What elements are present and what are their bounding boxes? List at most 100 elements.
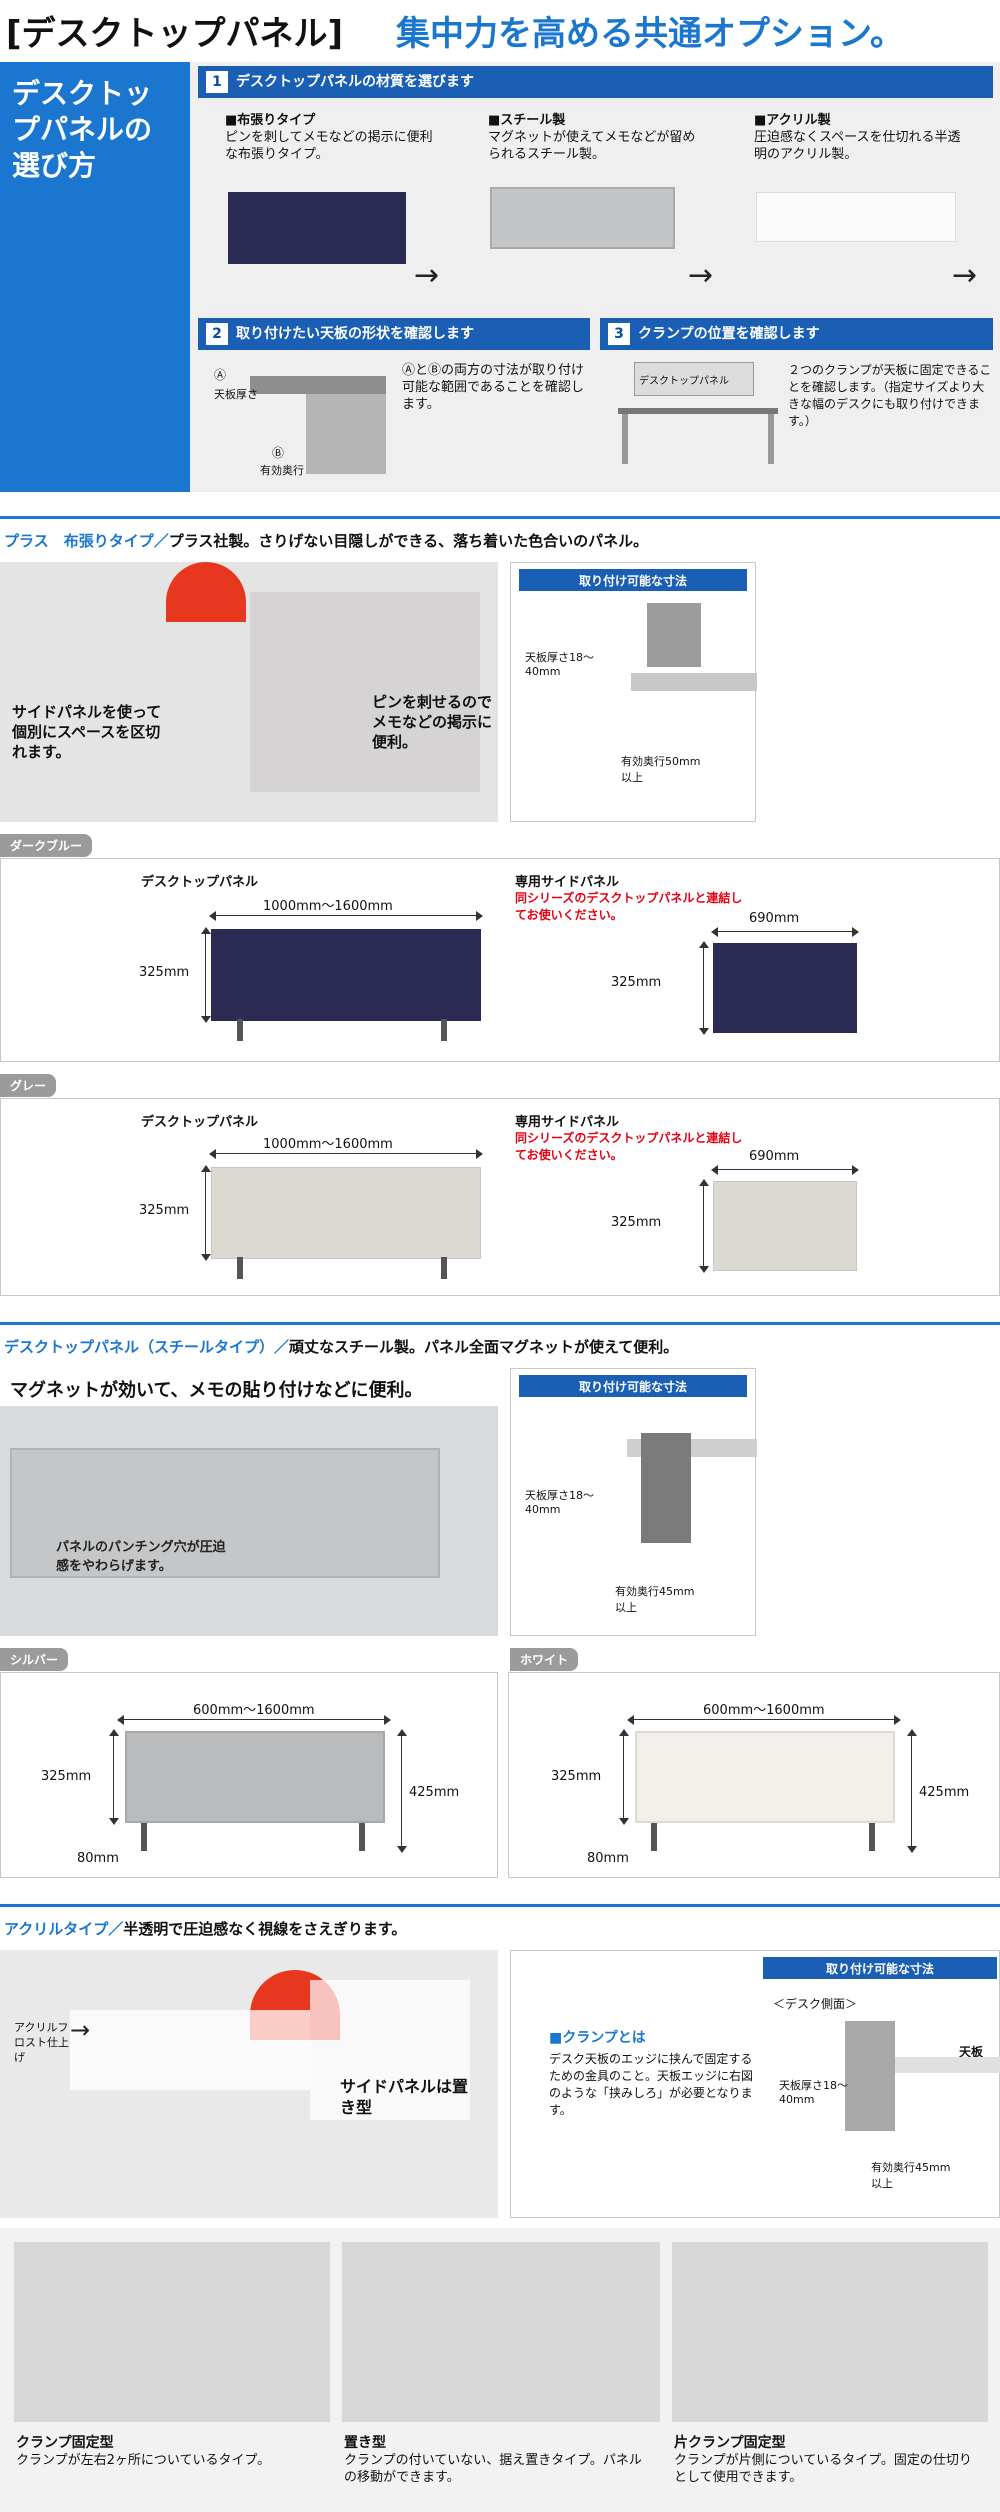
plus-photo-panel: [250, 592, 480, 792]
header-catch: 集中力を高める共通オプション。: [396, 14, 904, 54]
material-fabric-name: ■布張りタイプ: [225, 113, 316, 128]
acrylic-type-clamp-image: [14, 2242, 330, 2422]
plus-grey-side-height: 325mm: [611, 1215, 662, 1230]
plus-mount-depth: 有効奥行50mm以上: [621, 755, 701, 784]
steel-white-height-line: [619, 1729, 629, 1825]
arrow-right-icon: →: [70, 2016, 91, 2044]
plus-mount-thick: 天板厚さ18～40mm: [525, 651, 594, 678]
acrylic-tenban: 天板: [959, 2045, 984, 2059]
acrylic-photo: アクリルフロスト仕上げ → サイドパネルは置き型: [0, 1950, 498, 2218]
step2-label-b: 有効奥行: [260, 464, 304, 477]
plus-note-pin: ピンを刺せるのでメモなどの掲示に便利。: [372, 693, 493, 751]
steel-photo: マグネットが効いて、メモの貼り付けなどに便利。 パネルのパンチング穴が圧迫感をや…: [0, 1368, 498, 1636]
steel-white-foot: 80mm: [587, 1851, 629, 1866]
acrylic-mount-desk: [867, 2057, 1000, 2073]
plus-mount-title: 取り付け可能な寸法: [519, 569, 747, 591]
material-steel: ■スチール製 マグネットが使えてメモなどが留められるスチール製。: [488, 112, 718, 163]
step2-num: 2: [206, 323, 228, 345]
material-acrylic-image: [756, 192, 956, 242]
steel-mount-clamp: [641, 1433, 691, 1543]
plus-darkblue-width-line: [209, 911, 483, 921]
plus-grey-box: デスクトップパネル 1000mm～1600mm 325mm 専用サイドパネル 同…: [0, 1098, 1000, 1296]
steel-color-tag-white: ホワイト: [510, 1648, 579, 1671]
plus-darkblue-side-note: 同シリーズのデスクトップパネルと連結してお使いください。: [515, 891, 743, 922]
steel-silver-total: 425mm: [409, 1785, 460, 1800]
plus-title-line: [0, 516, 1000, 519]
material-steel-image: [490, 187, 675, 249]
guide-side-title: デスクトップパネルの選び方: [0, 62, 190, 492]
desk-diagram: Ⓐ 天板厚さ Ⓑ 有効奥行: [210, 356, 390, 482]
plus-grey-height-line: [201, 1165, 211, 1261]
plus-color-tag-grey: グレー: [0, 1074, 57, 1097]
acrylic-frost: アクリルフロスト仕上げ: [14, 2021, 69, 2064]
plus-darkblue-side-height: 325mm: [611, 975, 662, 990]
acrylic-desk-side: ＜デスク側面＞: [773, 1997, 858, 2011]
acrylic-type-clamp-desc: クランプが左右2ヶ所についているタイプ。: [16, 2453, 271, 2468]
plus-darkblue-height-line: [201, 927, 211, 1023]
steel-white-width-line: [627, 1715, 901, 1725]
acrylic-type-oneclamp-image: [672, 2242, 988, 2422]
steel-white-total: 425mm: [919, 1785, 970, 1800]
steel-white-total-line: [907, 1729, 917, 1853]
plus-darkblue-width: 1000mm～1600mm: [263, 899, 393, 914]
steel-color-tag-silver: シルバー: [0, 1648, 69, 1671]
material-steel-name: ■スチール製: [488, 113, 566, 128]
plus-grey-side-width-line: [711, 1165, 859, 1175]
step3-desc: ２つのクランプが天板に固定できることを確認します。（指定サイズより大きな幅のデス…: [788, 363, 992, 428]
page-header: [デスクトップパネル] 集中力を高める共通オプション。: [0, 0, 1000, 60]
plus-note-side: サイドパネルを使って個別にスペースを区切れます。: [12, 703, 162, 761]
guide-side-title-text: デスクトップパネルの選び方: [12, 77, 153, 182]
plus-darkblue-side-width: 690mm: [749, 911, 800, 926]
plus-darkblue-box: デスクトップパネル 1000mm～1600mm 325mm 専用サイドパネル 同…: [0, 858, 1000, 1062]
plus-photo: サイドパネルを使って個別にスペースを区切れます。 ピンを刺せるのでメモなどの掲示…: [0, 562, 498, 822]
arrow-right-icon: →: [952, 258, 978, 293]
step1-num: 1: [206, 71, 228, 93]
plus-darkblue-foot-left: [237, 1019, 243, 1041]
step2-mark-b: Ⓑ: [272, 446, 285, 460]
steel-silver-height: 325mm: [41, 1769, 92, 1784]
step3-panel-label: デスクトップパネル: [639, 376, 729, 387]
steel-photo-caption: マグネットが効いて、メモの貼り付けなどに便利。: [0, 1368, 498, 1406]
acrylic-clamp-desc: デスク天板のエッジに挟んで固定するための金具のこと。天板エッジに右図のような「挟…: [549, 2052, 754, 2117]
steel-photo-panel: [10, 1448, 440, 1578]
header-bracket-title: [デスクトップパネル]: [6, 14, 344, 54]
plus-grey-side-width: 690mm: [749, 1149, 800, 1164]
acrylic-mount-clamp: [845, 2021, 895, 2131]
steel-white-box: 600mm～1600mm 325mm 425mm 80mm: [508, 1672, 1000, 1878]
acrylic-mount-depth: 有効奥行45mm以上: [871, 2161, 951, 2190]
steel-silver-panel: [125, 1731, 385, 1823]
desk-top: [250, 376, 386, 394]
clamp-desktop: [618, 408, 778, 414]
material-fabric-desc: ピンを刺してメモなどの掲示に便利な布張りタイプ。: [225, 130, 433, 162]
plus-grey-width: 1000mm～1600mm: [263, 1137, 393, 1152]
steel-white-foot-left: [651, 1823, 657, 1851]
plus-grey-side-panel: [713, 1181, 857, 1271]
steel-silver-width-line: [117, 1715, 391, 1725]
material-fabric: ■布張りタイプ ピンを刺してメモなどの掲示に便利な布張りタイプ。: [225, 112, 455, 163]
acrylic-types-box: クランプ固定型 クランプが左右2ヶ所についているタイプ。 置き型 クランプの付い…: [0, 2228, 1000, 2512]
plus-title-b: プラス社製。さりげない目隠しができる、落ち着いた色合いのパネル。: [168, 532, 649, 550]
acrylic-title-b: 半透明で圧迫感なく視線をさえぎります。: [123, 1920, 407, 1938]
steel-title-a: デスクトップパネル（スチールタイプ）／: [4, 1338, 290, 1356]
plus-mount-desk: [631, 673, 757, 691]
acrylic-type-oneclamp-name: 片クランプ固定型: [674, 2435, 786, 2451]
steel-title-b: 頑丈なスチール製。パネル全面マグネットが使えて便利。: [289, 1338, 679, 1356]
plus-grey-panel-label: デスクトップパネル: [141, 1115, 259, 1130]
step2-desc: ⒶとⒷの両方の寸法が取り付け可能な範囲であることを確認します。: [402, 363, 585, 412]
plus-grey-side-height-line: [699, 1179, 709, 1273]
steel-title-line: [0, 1322, 1000, 1325]
acrylic-type-place-image: [342, 2242, 660, 2422]
plus-mount-box: 取り付け可能な寸法 天板厚さ18～40mm 有効奥行50mm以上: [510, 562, 757, 822]
acrylic-title-line: [0, 1904, 1000, 1907]
material-fabric-image: [228, 192, 406, 264]
plus-photo-chair: [166, 562, 246, 622]
arrow-right-icon: →: [414, 258, 440, 293]
acrylic-side-note: サイドパネルは置き型: [340, 2077, 469, 2117]
plus-darkblue-height: 325mm: [139, 965, 190, 980]
steel-mount-depth: 有効奥行45mm以上: [615, 1585, 695, 1614]
steel-silver-total-line: [397, 1729, 407, 1853]
acrylic-photo-panel: [70, 2010, 310, 2090]
clamp-panel: デスクトップパネル: [634, 362, 754, 396]
